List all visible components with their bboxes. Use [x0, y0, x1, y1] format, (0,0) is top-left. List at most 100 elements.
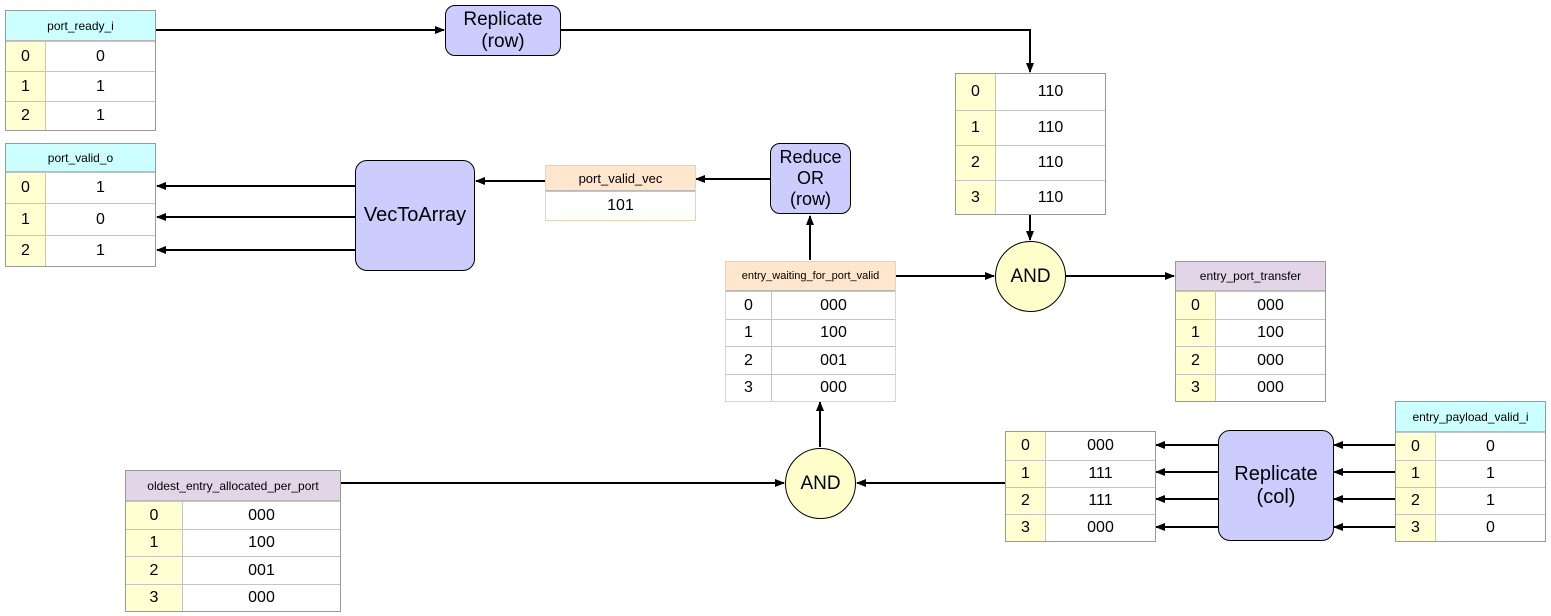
table-row: 2 111: [1006, 487, 1155, 514]
table-title: entry_payload_valid_i: [1396, 402, 1545, 432]
row-index: 0: [6, 173, 46, 203]
row-value: 000: [1257, 379, 1284, 396]
table-row: 1 111: [1006, 460, 1155, 487]
row-value: 0: [96, 47, 105, 65]
row-index: 3: [126, 585, 183, 611]
port-ready-table: port_ready_i 0 0 1 1 2 1: [5, 10, 156, 131]
block-label-line2: (col): [1256, 485, 1296, 508]
row-index: 1: [1396, 461, 1436, 487]
gate-label: AND: [800, 472, 841, 494]
table-row: 0 1: [6, 172, 155, 203]
row-index: 1: [126, 530, 183, 556]
row-value: 110: [1037, 119, 1064, 136]
reduce-or-block: Reduce OR (row): [770, 143, 851, 214]
block-label: VecToArray: [363, 204, 467, 226]
row-index: 2: [6, 236, 46, 266]
row-index: 3: [1006, 515, 1046, 541]
row-index: 2: [726, 347, 772, 374]
table-row: 2 001: [126, 556, 340, 584]
table-row: 0 0: [1396, 432, 1545, 460]
table-row: 1 110: [956, 110, 1105, 145]
table-row: 0 110: [956, 74, 1105, 110]
and-gate-upper: AND: [995, 241, 1066, 312]
row-index: 2: [1006, 488, 1046, 514]
row-value: 1: [96, 179, 105, 196]
row-value: 1: [1486, 465, 1495, 482]
vec-to-array-block: VecToArray: [355, 160, 475, 271]
table-row: 1 100: [126, 529, 340, 556]
table-row: 3 0: [1396, 514, 1545, 541]
table-row: 1 1: [6, 71, 155, 101]
row-value: 000: [820, 296, 847, 314]
row-value: 000: [248, 589, 275, 606]
row-value: 100: [820, 324, 847, 341]
vec-value: 101: [607, 197, 634, 214]
row-value: 001: [820, 351, 847, 369]
row-value: 110: [1037, 154, 1064, 171]
replicated-payload-table: 0 000 1 111 2 111 3 000: [1005, 431, 1156, 542]
entry-port-transfer-table: entry_port_transfer 0 000 1 100 2 000 3 …: [1175, 261, 1326, 402]
table-row: 0 0: [6, 41, 155, 71]
table-row: 0 000: [126, 501, 340, 529]
table-row: 2 110: [956, 145, 1105, 180]
table-title: port_valid_vec: [546, 166, 695, 191]
row-value: 000: [820, 379, 847, 396]
table-title: entry_waiting_for_port_valid: [726, 262, 895, 291]
entry-payload-valid-table: entry_payload_valid_i 0 0 1 1 2 1 3 0: [1395, 401, 1546, 542]
row-index: 0: [1006, 432, 1046, 460]
row-index: 0: [956, 74, 996, 110]
table-row: 3 000: [126, 584, 340, 611]
table-row: 3 000: [1006, 514, 1155, 541]
table-row: 2 1: [6, 235, 155, 266]
row-value: 110: [1037, 83, 1064, 100]
block-label-line2: OR: [796, 168, 824, 189]
table-row: 3 110: [956, 180, 1105, 214]
row-index: 2: [126, 557, 183, 584]
row-index: 0: [126, 502, 183, 529]
table-row: 1 1: [1396, 460, 1545, 487]
port-valid-o-table: port_valid_o 0 1 1 0 2 1: [5, 143, 156, 267]
port-valid-vec-table: port_valid_vec 101: [545, 165, 696, 221]
replicate-row-block: Replicate (row): [445, 5, 561, 56]
replicate-col-block: Replicate (col): [1218, 430, 1334, 541]
table-title: oldest_entry_allocated_per_port: [126, 471, 340, 501]
row-index: 3: [1176, 375, 1216, 401]
table-row: 3 000: [726, 374, 895, 401]
table-row: 2 1: [1396, 487, 1545, 514]
row-index: 2: [6, 102, 46, 130]
row-value: 1: [96, 242, 105, 259]
row-index: 0: [726, 292, 772, 319]
row-index: 2: [956, 146, 996, 180]
row-index: 1: [956, 111, 996, 145]
row-value: 000: [1087, 519, 1114, 536]
block-label-line1: Reduce: [779, 147, 842, 168]
row-value: 001: [248, 561, 275, 579]
table-row: 2 001: [726, 346, 895, 374]
row-value: 110: [1037, 188, 1064, 206]
row-value: 100: [248, 534, 275, 551]
table-row: 0 000: [726, 291, 895, 319]
row-value: 000: [1087, 437, 1114, 454]
row-index: 3: [1396, 515, 1436, 541]
row-value: 000: [1257, 296, 1284, 314]
row-index: 1: [6, 72, 46, 101]
row-value: 1: [96, 77, 105, 95]
table-row: 0 000: [1006, 432, 1155, 460]
table-row: 3 000: [1176, 374, 1325, 401]
row-index: 2: [1176, 347, 1216, 374]
row-value: 111: [1088, 492, 1113, 509]
table-row: 101: [546, 191, 695, 220]
block-label-line1: Replicate: [463, 8, 543, 30]
row-value: 000: [248, 506, 275, 524]
table-row: 0 000: [1176, 291, 1325, 319]
block-label-line2: (row): [481, 30, 525, 52]
row-index: 0: [1176, 292, 1216, 319]
row-value: 0: [1486, 437, 1495, 455]
block-label-line1: Replicate: [1234, 462, 1318, 485]
row-value: 1: [96, 107, 105, 124]
row-value: 100: [1257, 324, 1284, 341]
row-index: 1: [726, 320, 772, 346]
row-value: 0: [96, 210, 105, 228]
table-title: entry_port_transfer: [1176, 262, 1325, 291]
